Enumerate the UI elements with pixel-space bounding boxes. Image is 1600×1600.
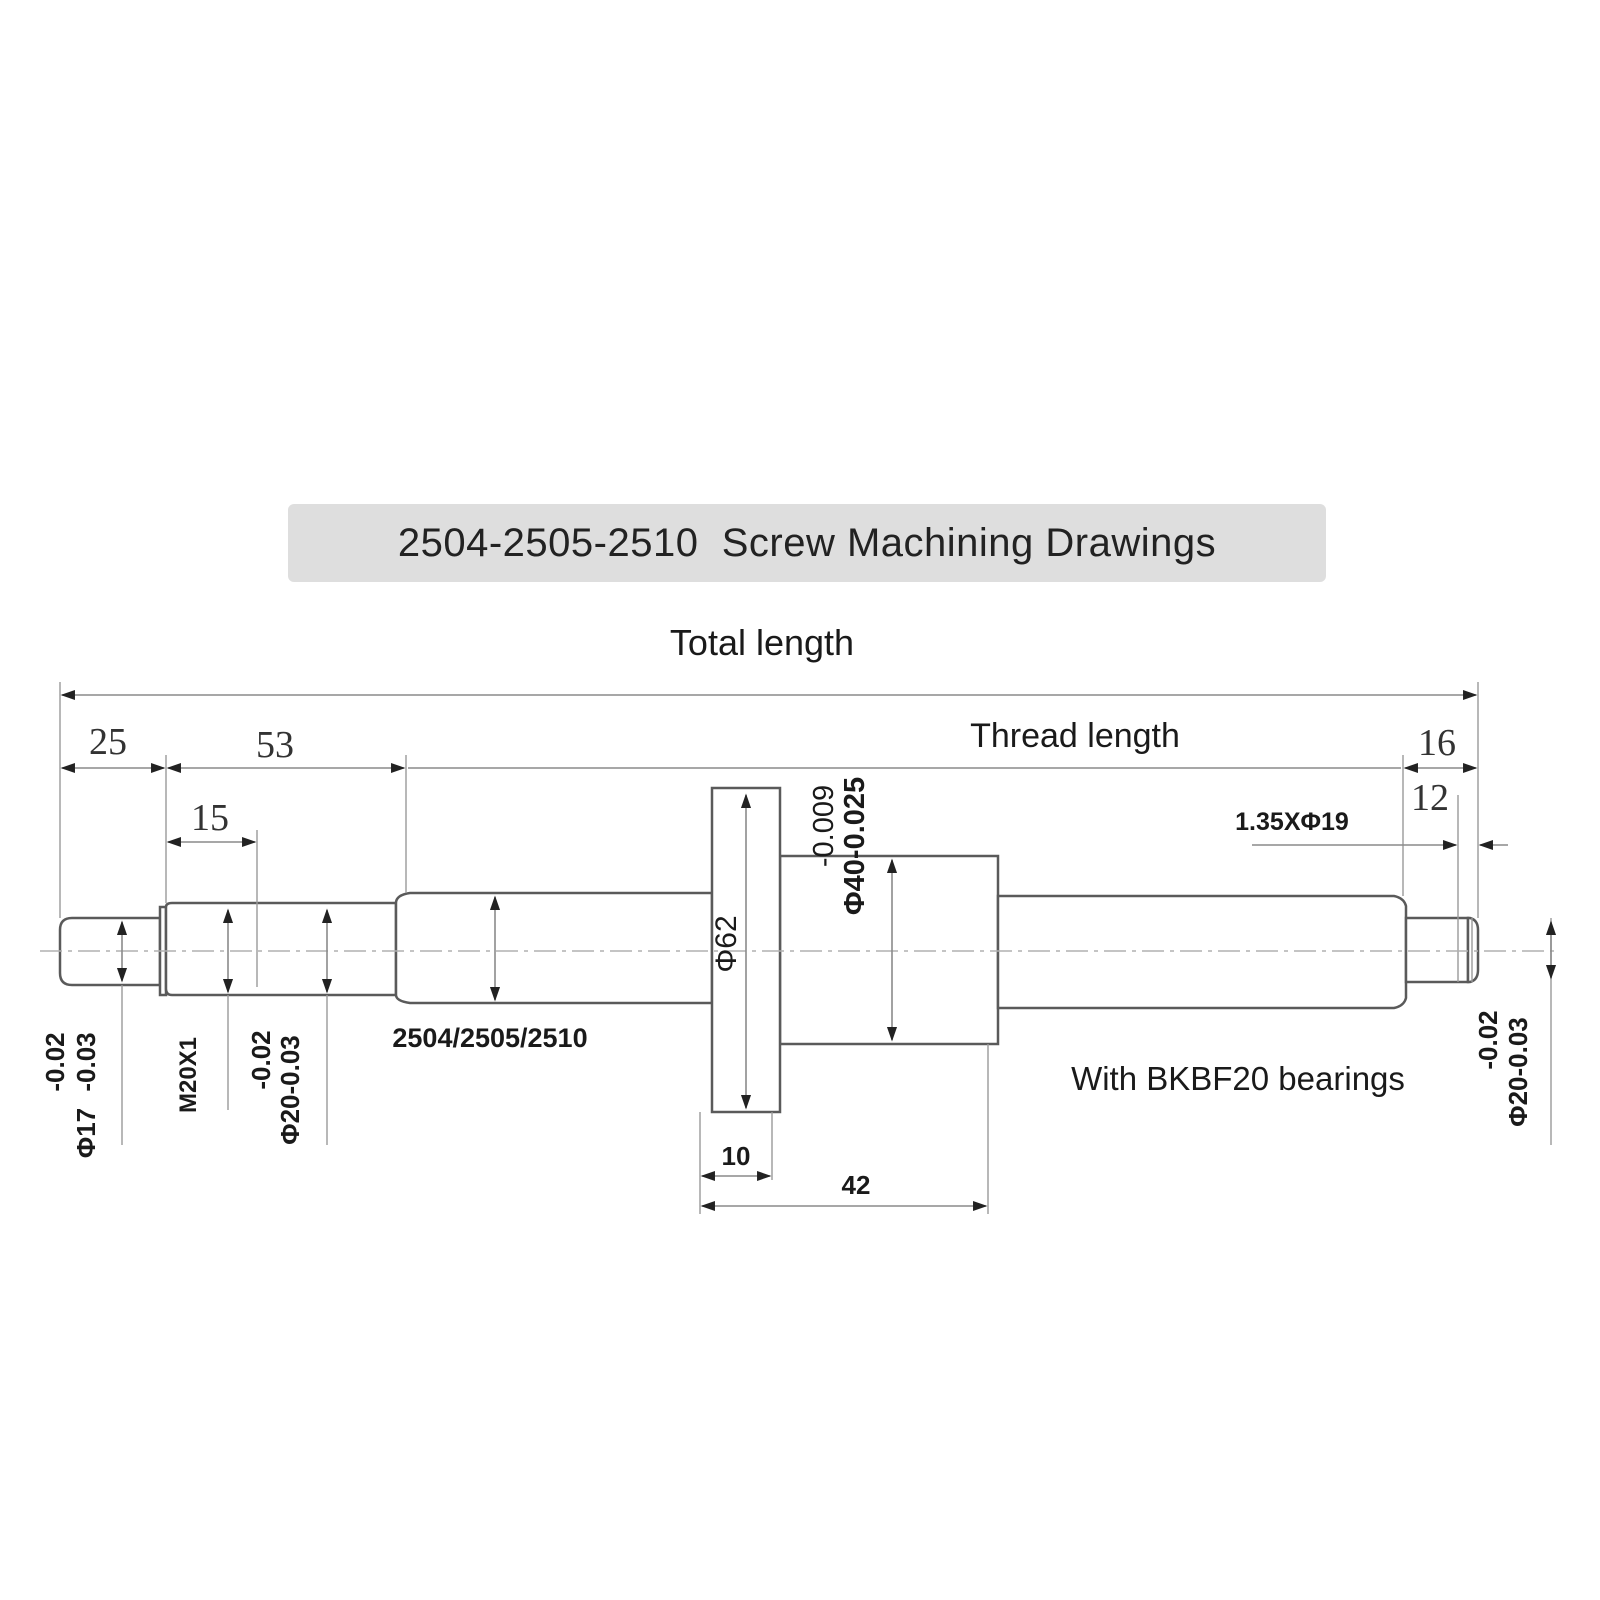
right-tip-section — [1466, 916, 1480, 984]
left-bearing-section — [164, 901, 398, 997]
left-tip-diameter-label: Φ17 — [71, 1108, 101, 1158]
left-bearing-tolerance-upper: -0.02 — [246, 1030, 276, 1089]
thread-spec-label: M20X1 — [175, 1037, 202, 1113]
flange-diameter-label: Φ62 — [710, 915, 743, 972]
drawing-title: 2504-2505-2510 Screw Machining Drawings — [397, 520, 1217, 565]
extension-lines — [59, 682, 1552, 1214]
dim-label-15: 15 — [191, 797, 229, 839]
nut-diameter-label: Φ40-0.025 — [839, 777, 871, 915]
left-tip-tolerance-upper: -0.02 — [40, 1032, 70, 1091]
bearings-note: With BKBF20 bearings — [1071, 1060, 1405, 1097]
dim-label-42: 42 — [842, 1170, 871, 1200]
nut-body — [778, 854, 1000, 1046]
dim-label-16: 16 — [1418, 722, 1456, 764]
right-bearing-diameter-label: Φ20-0.03 — [1503, 1017, 1533, 1127]
dim-label-25: 25 — [89, 721, 127, 763]
right-screw-section — [996, 894, 1408, 1010]
dim-label-53: 53 — [256, 724, 294, 766]
dim-label-10: 10 — [722, 1141, 751, 1171]
right-bearing-tolerance-upper: -0.02 — [1473, 1010, 1503, 1069]
left-tip-tolerance-lower: -0.03 — [71, 1032, 101, 1091]
total-length-label: Total length — [670, 622, 854, 663]
model-codes-label: 2504/2505/2510 — [392, 1023, 587, 1053]
groove-spec-label: 1.35XΦ19 — [1235, 808, 1349, 836]
title-banner: 2504-2505-2510 Screw Machining Drawings — [288, 504, 1326, 582]
left-bearing-diameter-label: Φ20-0.03 — [275, 1035, 305, 1145]
thread-length-label: Thread length — [970, 717, 1180, 755]
nut-tolerance-upper: -0.009 — [808, 785, 840, 867]
dim-label-12: 12 — [1411, 777, 1449, 819]
dimension-lines — [60, 689, 1557, 1212]
left-screw-section — [394, 891, 714, 1005]
